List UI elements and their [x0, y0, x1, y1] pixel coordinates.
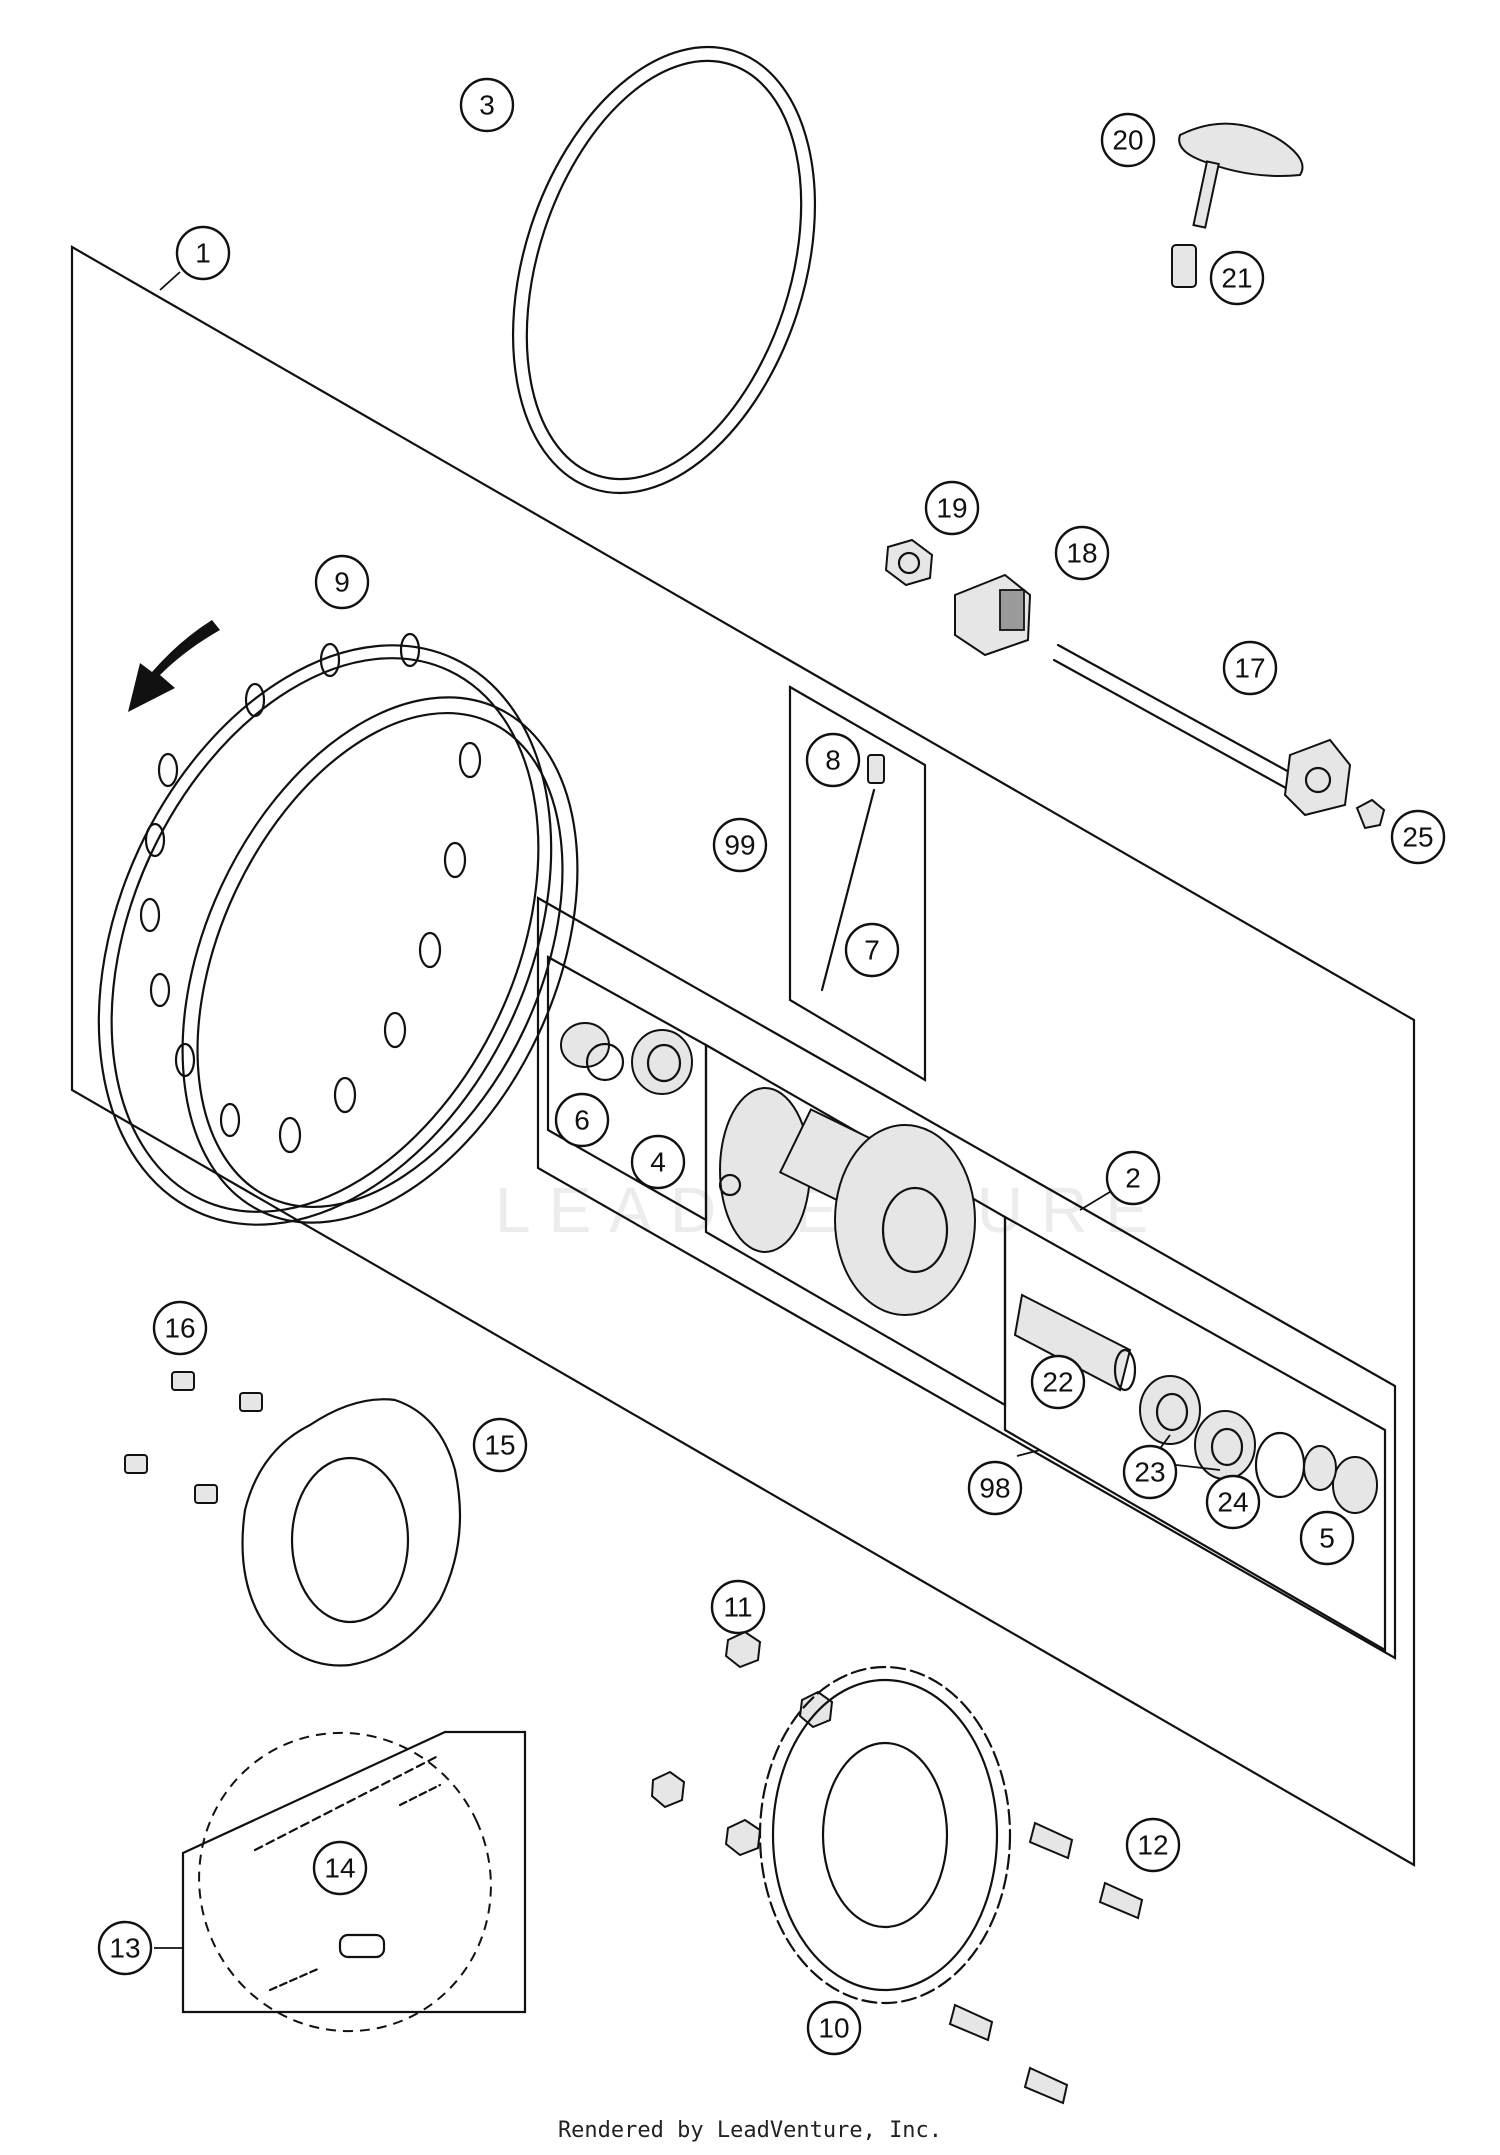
callout-7: 7 [844, 922, 900, 978]
callout-12: 12 [1125, 1817, 1181, 1873]
callout-22: 22 [1030, 1354, 1086, 1410]
svg-text:99: 99 [724, 830, 755, 861]
svg-text:3: 3 [479, 90, 495, 121]
callout-6: 6 [554, 1092, 610, 1148]
part-chain-adjuster [954, 573, 1032, 657]
svg-text:20: 20 [1112, 125, 1143, 156]
svg-text:14: 14 [324, 1853, 355, 1884]
part-disc-bolts [124, 1371, 263, 1504]
callout-1: 1 [175, 225, 231, 281]
part-chain-link [338, 1933, 386, 1959]
svg-text:8: 8 [825, 745, 841, 776]
callout-4: 4 [630, 1134, 686, 1190]
svg-text:4: 4 [650, 1147, 666, 1178]
callout-18: 18 [1054, 525, 1110, 581]
callout-8: 8 [805, 732, 861, 788]
svg-text:22: 22 [1042, 1367, 1073, 1398]
svg-text:9: 9 [334, 567, 350, 598]
callout-10: 10 [806, 2000, 862, 2056]
svg-text:23: 23 [1134, 1457, 1165, 1488]
frame-hub-assembly [536, 896, 1397, 1660]
part-valve-nut [1171, 244, 1197, 288]
callout-17: 17 [1222, 640, 1278, 696]
svg-text:13: 13 [109, 1933, 140, 1964]
part-bearing-left [631, 1029, 693, 1095]
callout-9: 9 [314, 554, 370, 610]
frame-spoke-kit-99 [788, 685, 927, 1082]
part-brake-disc [241, 1398, 462, 1667]
svg-text:21: 21 [1221, 263, 1252, 294]
svg-text:98: 98 [979, 1473, 1010, 1504]
svg-text:16: 16 [164, 1313, 195, 1344]
part-adjuster-screw [1355, 798, 1386, 830]
part-spacer-left [560, 1022, 625, 1082]
part-valve-cap [1178, 122, 1304, 229]
frame-wheel-assembly [70, 245, 1416, 1867]
svg-text:25: 25 [1402, 822, 1433, 853]
svg-text:19: 19 [936, 493, 967, 524]
svg-text:12: 12 [1137, 1830, 1168, 1861]
part-circlip [1254, 1431, 1306, 1499]
part-axle [1052, 643, 1352, 817]
part-rim-tape [511, 45, 817, 495]
callout-99: 99 [712, 817, 768, 873]
callout-19: 19 [924, 480, 980, 536]
svg-text:11: 11 [723, 1592, 752, 1623]
svg-text:7: 7 [864, 935, 880, 966]
callout-15: 15 [472, 1417, 528, 1473]
svg-text:6: 6 [574, 1105, 590, 1136]
rotation-arrow-icon [128, 620, 220, 712]
svg-text:24: 24 [1217, 1487, 1248, 1518]
part-sprocket-bolts [948, 1821, 1144, 2105]
callout-3: 3 [459, 77, 515, 133]
part-hub [718, 1087, 976, 1316]
frame-bearing-kit-98 [1003, 1215, 1387, 1652]
part-sprocket-nuts [650, 1630, 834, 1857]
callout-25: 25 [1390, 809, 1446, 865]
callout-13: 13 [97, 1920, 153, 1976]
part-chain [198, 1731, 492, 2033]
part-spacer-right [1303, 1445, 1378, 1514]
part-sprocket [758, 1665, 1012, 2005]
svg-text:2: 2 [1125, 1163, 1141, 1194]
callout-14: 14 [312, 1840, 368, 1896]
part-sleeve [1013, 1293, 1137, 1392]
callout-24: 24 [1205, 1474, 1261, 1530]
svg-text:18: 18 [1066, 538, 1097, 569]
callout-16: 16 [152, 1300, 208, 1356]
svg-text:5: 5 [1319, 1523, 1335, 1554]
part-rim [97, 632, 579, 1226]
callout-23: 23 [1122, 1444, 1178, 1500]
svg-text:17: 17 [1234, 653, 1265, 684]
svg-text:15: 15 [484, 1430, 515, 1461]
callout-11: 11 [710, 1579, 766, 1635]
part-spoke-nipple [867, 754, 885, 784]
svg-text:1: 1 [195, 238, 211, 269]
leader-lines [154, 271, 1221, 2012]
callout-98: 98 [967, 1460, 1023, 1516]
callout-2: 2 [1105, 1150, 1161, 1206]
footer-credit: Rendered by LeadVenture, Inc. [557, 2118, 943, 2143]
callout-20: 20 [1100, 112, 1156, 168]
part-axle-nut [884, 538, 934, 587]
callout-21: 21 [1209, 250, 1265, 306]
part-bearings-right [1139, 1375, 1256, 1480]
part-spoke [820, 788, 876, 992]
callout-5: 5 [1299, 1510, 1355, 1566]
svg-text:10: 10 [818, 2013, 849, 2044]
